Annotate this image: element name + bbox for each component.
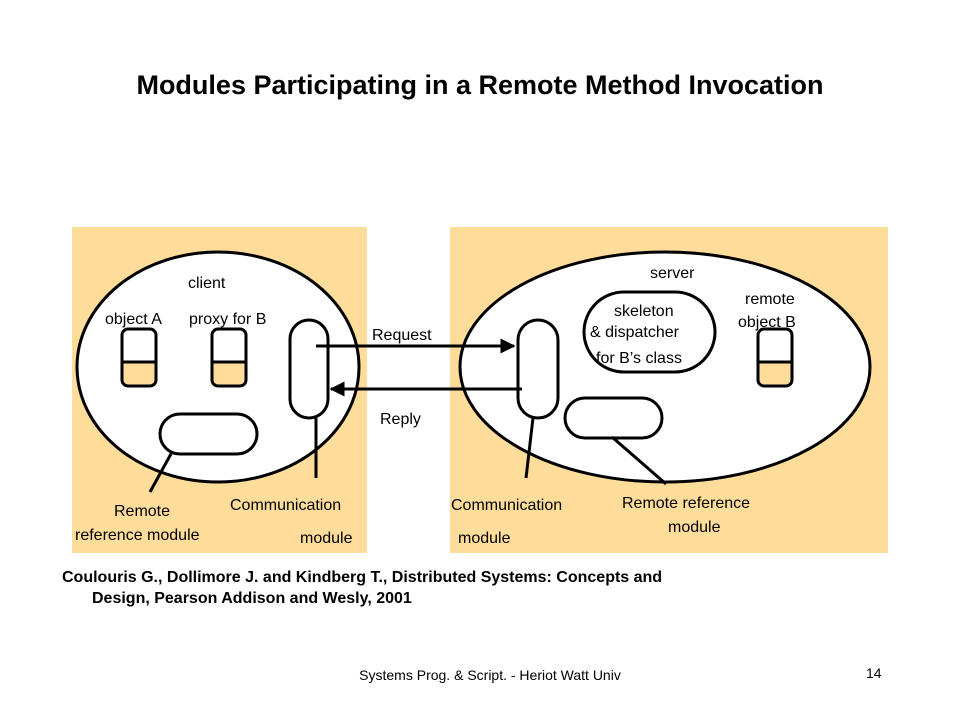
client-label: client (188, 275, 226, 292)
skeleton-label-1: skeleton (614, 303, 674, 320)
object-a (120, 327, 158, 388)
remote-object-label-2: object B (738, 314, 796, 331)
skeleton-dispatcher (582, 290, 717, 374)
remote-object-label-1: remote (745, 291, 795, 308)
server-remote-ref-label-1: Remote reference (622, 495, 750, 512)
server-remote-ref-label-2: module (668, 519, 721, 536)
skeleton-label-3: for B’s class (596, 350, 682, 367)
client-communication-module (288, 318, 330, 420)
client-remote-ref-leader (148, 451, 174, 493)
proxy-for-b (210, 327, 248, 388)
page-number: 14 (866, 665, 882, 681)
server-label: server (650, 265, 695, 282)
proxy-label: proxy for B (189, 311, 266, 328)
server-remote-ref-leader (611, 435, 667, 486)
client-remote-ref-label-1: Remote (114, 503, 170, 520)
footer-text: Systems Prog. & Script. - Heriot Watt Un… (359, 667, 621, 683)
server-remote-reference-module (563, 396, 664, 440)
client-comm-label-1: Communication (230, 497, 341, 514)
citation: Coulouris G., Dollimore J. and Kindberg … (62, 567, 902, 609)
server-comm-label-2: module (458, 530, 511, 547)
remote-object-b (756, 327, 794, 388)
object-a-label: object A (105, 311, 162, 328)
request-label: Request (372, 327, 432, 344)
citation-line-1: Coulouris G., Dollimore J. and Kindberg … (62, 569, 663, 586)
server-communication-module (516, 318, 560, 420)
skeleton-label-2: & dispatcher (590, 324, 680, 341)
server-comm-label-1: Communication (451, 497, 562, 514)
client-comm-label-2: module (300, 530, 353, 547)
client-remote-reference-module (158, 412, 259, 456)
citation-line-2: Design, Pearson Addison and Wesly, 2001 (92, 590, 412, 607)
slide-title: Modules Participating in a Remote Method… (136, 70, 824, 100)
server-comm-leader (524, 417, 535, 479)
reply-label: Reply (380, 411, 421, 428)
client-remote-ref-label-2: reference module (75, 527, 200, 544)
